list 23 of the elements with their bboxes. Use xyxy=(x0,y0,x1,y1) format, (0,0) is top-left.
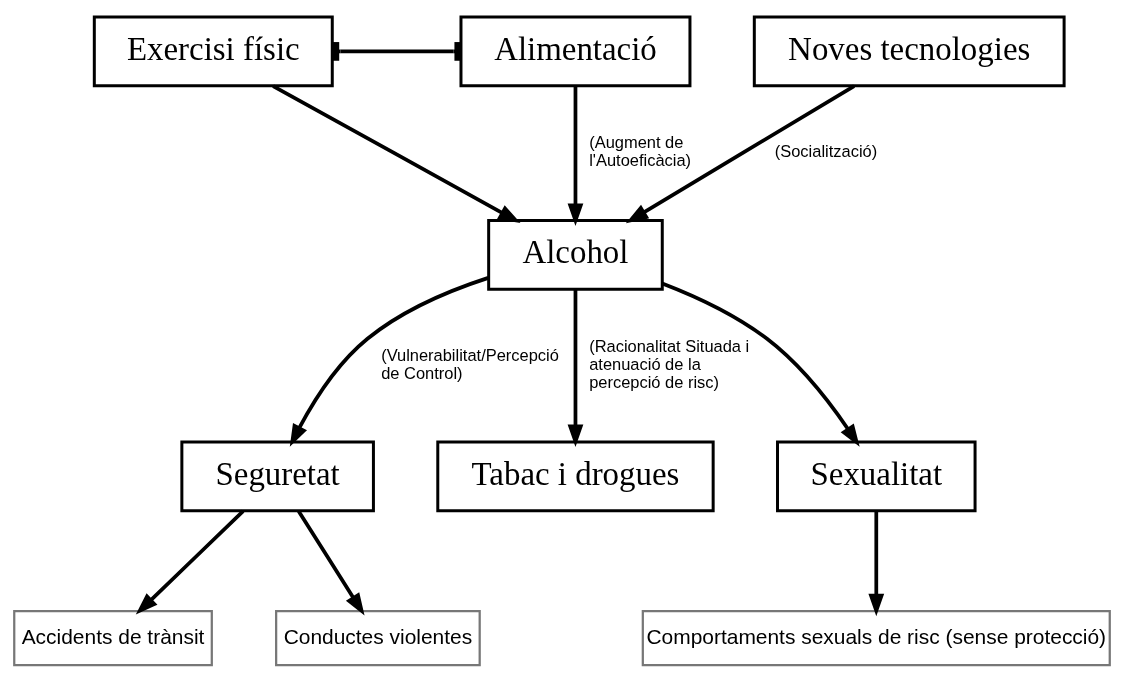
arrow xyxy=(868,511,885,617)
arrow xyxy=(297,510,365,616)
arrow xyxy=(567,86,584,226)
arrow xyxy=(625,84,856,224)
node-box: Alimentació xyxy=(459,15,692,88)
node-box: Noves tecnologies xyxy=(752,15,1066,88)
arrow xyxy=(272,84,521,223)
edge-label: (Racionalitat Situada i atenuació de la percepció de risc) xyxy=(589,336,750,391)
arrow xyxy=(135,509,245,615)
edge-label: (Socialització) xyxy=(774,142,878,161)
node-box: Comportaments sexuals de risc (sense protecció) xyxy=(641,610,1111,667)
arrow xyxy=(567,289,584,448)
node-box: Conductes violentes xyxy=(275,610,481,667)
node-box: Accidents de trànsit xyxy=(13,610,213,667)
arrow xyxy=(289,276,489,447)
node-box: Tabac i drogues xyxy=(436,440,715,513)
node-box: Sexualitat xyxy=(776,440,977,513)
arrow xyxy=(661,281,860,447)
node-box: Alcohol xyxy=(487,219,664,291)
node-box: Exercisi físic xyxy=(92,15,334,88)
edge-label: (Vulnerabilitat/Percepció de Control) xyxy=(381,345,559,382)
edge-label: (Augment de l'Autoeficàcia) xyxy=(589,133,692,170)
node-box: Seguretat xyxy=(180,440,375,513)
